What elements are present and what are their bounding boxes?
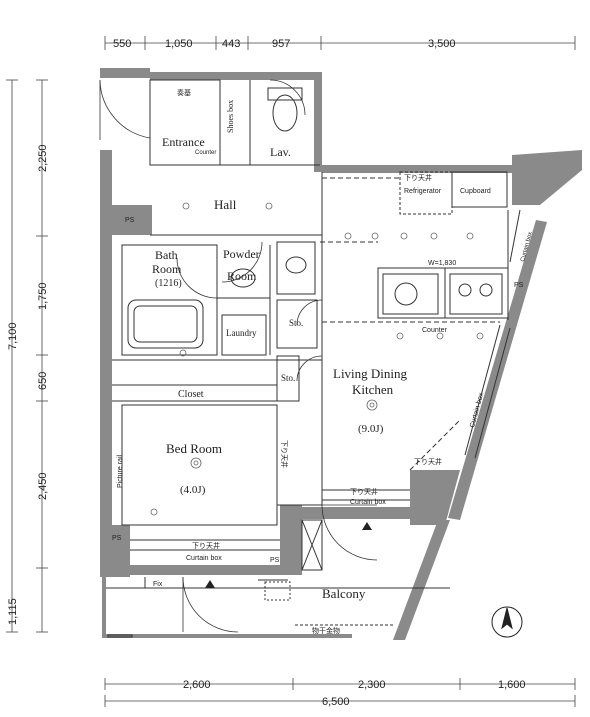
monohoshi-label: 物干金物 [312,626,340,635]
fix-label: Fix [153,581,163,588]
hall-label: Hall [214,197,237,212]
ldk-size: (9.0J) [358,423,384,435]
bath-room-label-2: Room [152,262,182,276]
curtain-box-bed-label: Curtain box [186,555,222,562]
walls [100,68,582,640]
picture-rail-label: Picture rail [117,454,124,488]
counter-entrance-label: Counter [195,150,216,156]
refrigerator-label: Refrigerator [404,188,442,195]
dim-bottom-3: 1,600 [498,679,526,691]
dim-left-total: 7,100 [7,322,19,350]
dim-left-2: 1,750 [37,282,49,310]
dim-bottom-2: 2,300 [358,679,386,691]
dim-top-5: 3,500 [428,38,456,50]
compass-icon [491,606,523,638]
sagari-label-4: 下り天井 [192,541,220,550]
counter-kitchen-label: Counter [422,327,448,334]
dim-top-1: 550 [113,38,131,50]
curtain-box-ldk-label: Curtain box [350,499,386,506]
top-dimension-line [104,36,576,50]
closet-label: Closet [178,389,204,400]
balcony-label: Balcony [322,586,366,601]
sto-label-2: Sto. [281,373,295,383]
laundry-label: Laundry [226,328,257,338]
dim-top-3: 443 [222,38,240,50]
dim-bottom-total: 6,500 [322,696,350,708]
dim-top-4: 957 [272,38,290,50]
bath-room-label-1: Bath [155,248,178,262]
bed-room-size: (4.0J) [180,484,206,496]
kitchen-width-label: W=1,830 [428,260,456,267]
sagari-label-2: 下り天井 [414,457,442,466]
left-dimension-line-inner [36,79,48,633]
dim-left-3: 650 [37,372,49,390]
shoes-box-label: Shoes box [226,100,235,133]
dim-left-4: 2,450 [37,472,49,500]
cupboard-label: Cupboard [460,188,491,195]
bed-room-label: Bed Room [166,441,222,456]
sagari-label-5: 下り天井 [280,440,289,468]
ps-label-1: PS [125,217,135,224]
ps-label-4: PS [112,535,122,542]
ps-label-2: PS [514,282,524,289]
sto-label-1: Sto. [289,318,303,328]
ldk-label-2: Kitchen [352,382,394,397]
powder-room-label-2: Room [227,269,257,283]
dim-left-5: 1,115 [7,598,19,625]
entrance-label: Entrance [162,135,205,149]
sagari-label-1: 下り天井 [404,173,432,182]
ceiling-lights [150,202,484,516]
lav-label: Lav. [270,145,291,159]
ldk-label-1: Living Dining [333,366,408,381]
left-dimension-line-outer [6,79,18,633]
sagari-label-3: 下り天井 [350,487,378,496]
entry-arrow-icon [362,522,372,530]
powder-room-label-1: Powder [223,247,260,261]
dim-top-2: 1,050 [165,38,193,50]
ps-label-3: PS [270,557,280,564]
dim-bottom-1: 2,600 [183,679,211,691]
junk-top-label: 奏基 [177,88,191,97]
door-swings [99,79,378,633]
dim-left-1: 2,250 [37,144,49,172]
interior-walls [106,79,521,638]
bottom-dimension-line [104,678,576,707]
bath-room-size: (1216) [155,278,182,289]
entry-arrow-icon [205,580,215,588]
